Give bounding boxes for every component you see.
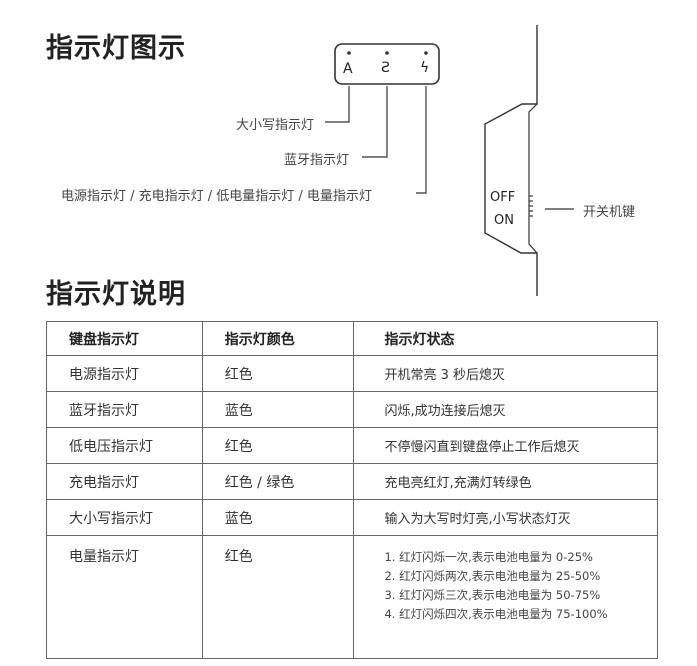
indicator-status: 充电亮红灯,充满灯转绿色 (353, 463, 658, 500)
indicator-color: 红色 (201, 427, 355, 464)
caps-leader (325, 86, 350, 123)
bluetooth-dot (385, 51, 389, 55)
indicator-table: 键盘指示灯 指示灯颜色 指示灯状态 电源指示灯 红色 开机常亮 3 秒后熄灭 蓝… (46, 321, 658, 659)
indicator-diagram (325, 25, 574, 296)
status-line: 4. 红灯闪烁四次,表示电池电量为 75-100% (384, 607, 608, 621)
table-row: 充电指示灯 红色 / 绿色 充电亮红灯,充满灯转绿色 (46, 463, 658, 500)
keyboard-side-outline (484, 25, 538, 296)
indicator-color: 红色 (201, 535, 355, 659)
bluetooth-leader (362, 86, 388, 158)
header-keyboard-indicator: 键盘指示灯 (46, 321, 203, 356)
indicator-status: 输入为大写时灯亮,小写状态灯灭 (353, 499, 658, 536)
caps-lock-icon: A (343, 61, 353, 77)
keyboard-side-inner (528, 103, 538, 254)
power-dot (424, 51, 428, 55)
power-switch-label: 开关机键 (583, 205, 636, 220)
indicator-status: 闪烁,成功连接后熄灭 (353, 391, 658, 428)
bluetooth-callout-label: 蓝牙指示灯 (284, 153, 350, 168)
indicator-panel (334, 43, 440, 85)
table-header-row: 键盘指示灯 指示灯颜色 指示灯状态 (46, 321, 658, 356)
bluetooth-icon: Ƨ (381, 60, 390, 76)
table-row: 电源指示灯 红色 开机常亮 3 秒后熄灭 (46, 355, 658, 392)
section-title-indicator-description: 指示灯说明 (46, 279, 186, 310)
power-leader (416, 86, 427, 194)
indicator-name: 电源指示灯 (46, 355, 203, 392)
status-line: 1. 红灯闪烁一次,表示电池电量为 0-25% (384, 550, 593, 564)
indicator-status: 不停慢闪直到键盘停止工作后熄灭 (353, 427, 658, 464)
table-row: 大小写指示灯 蓝色 输入为大写时灯亮,小写状态灯灭 (46, 499, 658, 536)
indicator-name: 电量指示灯 (46, 535, 203, 659)
caps-callout-label: 大小写指示灯 (236, 118, 315, 133)
header-indicator-status: 指示灯状态 (353, 321, 658, 356)
indicator-name: 充电指示灯 (46, 463, 203, 500)
switch-off-label: OFF (490, 190, 516, 205)
caps-dot (347, 51, 351, 55)
indicator-color: 蓝色 (201, 499, 355, 536)
header-indicator-color: 指示灯颜色 (201, 321, 355, 356)
table-row: 电量指示灯 红色 1. 红灯闪烁一次,表示电池电量为 0-25% 2. 红灯闪烁… (46, 535, 658, 659)
switch-ridges (529, 195, 533, 217)
indicator-color: 红色 / 绿色 (201, 463, 355, 500)
status-line: 3. 红灯闪烁三次,表示电池电量为 50-75% (384, 588, 601, 602)
table-row: 蓝牙指示灯 蓝色 闪烁,成功连接后熄灭 (46, 391, 658, 428)
power-callout-label: 电源指示灯 / 充电指示灯 / 低电量指示灯 / 电量指示灯 (61, 189, 372, 204)
section-title-indicator-diagram: 指示灯图示 (46, 33, 186, 64)
table-row: 低电压指示灯 红色 不停慢闪直到键盘停止工作后熄灭 (46, 427, 658, 464)
indicator-name: 蓝牙指示灯 (46, 391, 203, 428)
indicator-status: 开机常亮 3 秒后熄灭 (353, 355, 658, 392)
indicator-name: 大小写指示灯 (46, 499, 203, 536)
indicator-color: 蓝色 (201, 391, 355, 428)
indicator-color: 红色 (201, 355, 355, 392)
switch-on-label: ON (494, 213, 514, 228)
indicator-status-list: 1. 红灯闪烁一次,表示电池电量为 0-25% 2. 红灯闪烁两次,表示电池电量… (353, 535, 658, 659)
indicator-name: 低电压指示灯 (46, 427, 203, 464)
power-bolt-icon: ϟ (420, 60, 430, 76)
status-line: 2. 红灯闪烁两次,表示电池电量为 25-50% (384, 569, 601, 583)
